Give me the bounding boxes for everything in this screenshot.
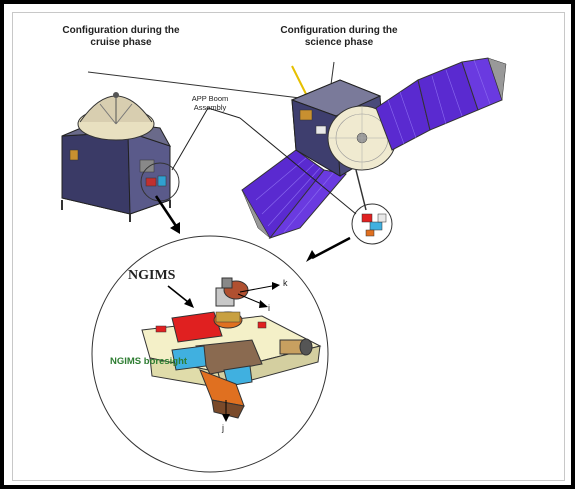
app-boom-pointers — [171, 107, 357, 215]
app-boom-label-line1: APP Boom — [191, 94, 229, 103]
science-spacecraft — [87, 57, 507, 245]
cruise-caption-line2: cruise phase — [90, 37, 152, 48]
ngims-detail — [91, 235, 329, 473]
boresight-label: NGIMS boresight — [110, 356, 188, 367]
science-caption: Configuration during the science phase — [274, 25, 404, 49]
app-boom-label-line2: Assembly — [193, 103, 227, 112]
science-caption-line2: science phase — [304, 37, 374, 48]
axis-j-label: j — [222, 423, 224, 433]
axis-i-label: i — [268, 303, 270, 313]
ngims-label: NGIMS — [128, 268, 176, 283]
zoom-arrows — [154, 195, 351, 262]
figure-inner-border — [12, 12, 565, 481]
science-caption-line1: Configuration during the — [280, 25, 398, 36]
cruise-spacecraft — [61, 92, 180, 222]
axis-k-label: k — [283, 278, 288, 288]
right-solar-array — [375, 57, 507, 151]
cruise-caption-line1: Configuration during the — [62, 25, 180, 36]
app-boom-label: APP Boom Assembly — [184, 94, 236, 112]
cruise-caption: Configuration during the cruise phase — [56, 25, 186, 49]
